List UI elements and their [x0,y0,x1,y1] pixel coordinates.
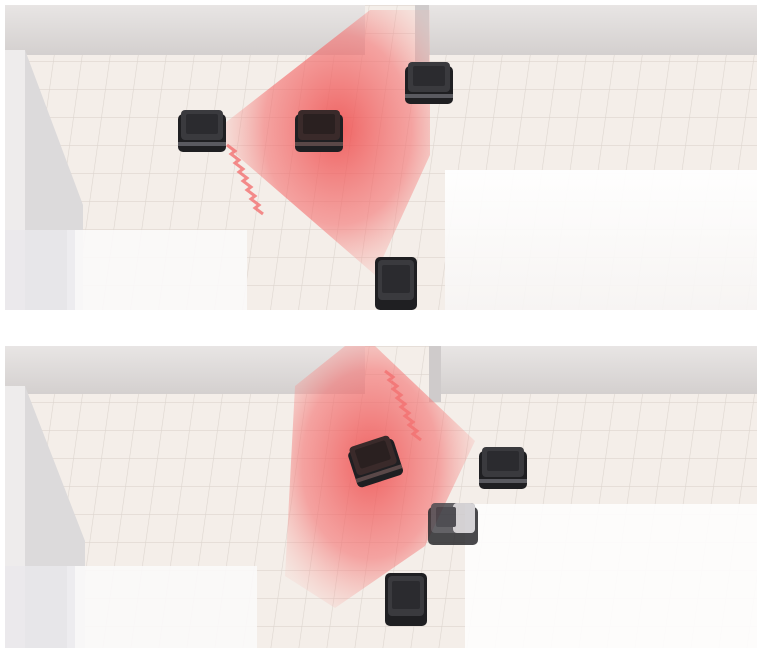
rack-left [67,566,257,648]
warehouse-robot-icon [405,62,453,104]
scene-panel-top [5,5,757,310]
rack-right [465,504,757,648]
rack-right [445,170,757,310]
warehouse-robot-icon [375,257,417,310]
rack-left-shadow [5,230,75,310]
back-wall-right [420,5,757,55]
warehouse-robot-icon [295,110,343,152]
warehouse-robot-icon [479,447,527,489]
rack-left [67,230,247,310]
warehouse-robot-icon [385,573,427,626]
back-wall-left [5,5,365,55]
scene-panel-bottom [5,346,757,648]
warehouse-robot-icon [428,503,478,545]
scene-top-svg [5,5,757,310]
wall-pillar [429,346,441,402]
back-wall-right [435,346,757,394]
scene-bottom-svg [5,346,757,648]
warehouse-robot-icon [178,110,226,152]
rack-left-shadow [5,566,75,648]
